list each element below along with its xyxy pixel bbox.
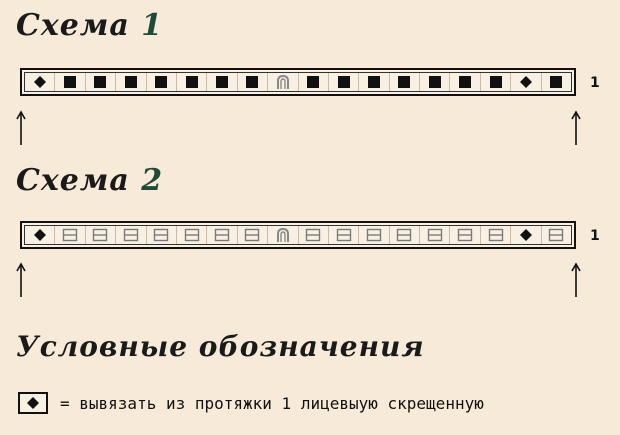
chart-cell	[359, 73, 390, 91]
chart-cell	[207, 73, 238, 91]
chart-cell	[116, 73, 147, 91]
horizontal-bars-icon	[457, 228, 473, 242]
chart-cell	[450, 226, 481, 244]
horizontal-bars-icon	[366, 228, 382, 242]
chart-cell	[542, 73, 571, 91]
horizontal-bars-icon	[306, 228, 321, 242]
filled-square-icon	[550, 76, 563, 88]
chart-cell	[25, 73, 56, 91]
filled-square-icon	[124, 76, 137, 88]
chart-cell	[177, 226, 208, 244]
scheme-2-cells	[24, 225, 572, 245]
filled-square-icon	[367, 76, 380, 88]
scheme-1-row	[20, 68, 576, 96]
scheme-2-row	[20, 221, 576, 249]
diamond-icon	[519, 76, 532, 88]
filled-square-icon	[155, 76, 168, 88]
chart-cell	[329, 226, 360, 244]
chart-cell	[177, 73, 208, 91]
filled-square-icon	[94, 76, 107, 88]
horizontal-bars-icon	[397, 228, 412, 242]
scheme-2-title: Схема 2	[16, 163, 163, 198]
chart-cell	[359, 226, 390, 244]
horizontal-bars-icon	[93, 228, 108, 242]
legend-title: Условные обозначения	[16, 330, 425, 363]
filled-square-icon	[216, 76, 229, 88]
horizontal-bars-icon	[245, 228, 260, 242]
chart-cell	[25, 226, 56, 244]
diamond-icon	[519, 229, 532, 241]
chart-cell	[147, 226, 177, 244]
chart-cell	[390, 73, 421, 91]
horizontal-bars-icon	[184, 228, 199, 242]
chart-cell	[481, 73, 512, 91]
up-arrow-icon	[16, 110, 26, 145]
filled-square-icon	[64, 76, 77, 88]
chart-cell	[299, 73, 329, 91]
scheme-2-title-text: Схема	[16, 163, 130, 198]
filled-square-icon	[489, 76, 502, 88]
up-arrow-icon	[571, 110, 581, 145]
up-arrow-icon	[571, 262, 581, 297]
horizontal-bars-icon	[154, 228, 169, 242]
scheme-2-row-number: 1	[590, 228, 600, 244]
chart-cell	[116, 226, 147, 244]
legend-symbol-box	[18, 392, 48, 414]
diamond-icon	[33, 76, 46, 88]
chart-cell	[207, 226, 238, 244]
horizontal-bars-icon	[488, 228, 503, 242]
scheme-2-title-number: 2	[141, 163, 164, 198]
arch-icon	[276, 74, 289, 89]
filled-square-icon	[337, 76, 350, 88]
chart-cell	[420, 226, 451, 244]
scheme-1-cells	[24, 72, 572, 92]
horizontal-bars-icon	[214, 228, 230, 242]
chart-cell	[55, 73, 86, 91]
chart-cell	[147, 73, 177, 91]
filled-square-icon	[185, 76, 198, 88]
horizontal-bars-icon	[336, 228, 351, 242]
filled-square-icon	[398, 76, 411, 88]
up-arrow-icon	[16, 262, 26, 297]
scheme-1-title-number: 1	[141, 8, 164, 43]
filled-square-icon	[428, 76, 441, 88]
chart-cell	[238, 73, 269, 91]
chart-cell	[511, 226, 542, 244]
chart-cell	[238, 226, 269, 244]
chart-cell	[450, 73, 481, 91]
chart-cell	[481, 226, 512, 244]
arch-icon	[276, 227, 289, 242]
chart-cell	[55, 226, 86, 244]
chart-cell	[299, 226, 329, 244]
chart-cell	[390, 226, 421, 244]
filled-square-icon	[246, 76, 259, 88]
filled-square-icon	[459, 76, 472, 88]
chart-cell	[329, 73, 360, 91]
scheme-1-title: Схема 1	[16, 8, 163, 43]
legend-item: = вывязать из протяжки 1 лицевыую скреще…	[18, 392, 484, 414]
scheme-1-title-text: Схема	[16, 8, 130, 43]
filled-square-icon	[307, 76, 320, 88]
chart-cell	[86, 73, 117, 91]
chart-cell	[420, 73, 451, 91]
chart-cell	[268, 226, 299, 244]
horizontal-bars-icon	[62, 228, 78, 242]
scheme-1-row-number: 1	[590, 75, 600, 91]
horizontal-bars-icon	[427, 228, 442, 242]
chart-cell	[511, 73, 542, 91]
legend-item-text: = вывязать из протяжки 1 лицевыую скреще…	[60, 393, 484, 413]
diamond-icon	[27, 397, 39, 409]
horizontal-bars-icon	[549, 228, 564, 242]
chart-cell	[268, 73, 299, 91]
diamond-icon	[33, 229, 46, 241]
horizontal-bars-icon	[123, 228, 139, 242]
chart-cell	[542, 226, 571, 244]
chart-cell	[86, 226, 117, 244]
